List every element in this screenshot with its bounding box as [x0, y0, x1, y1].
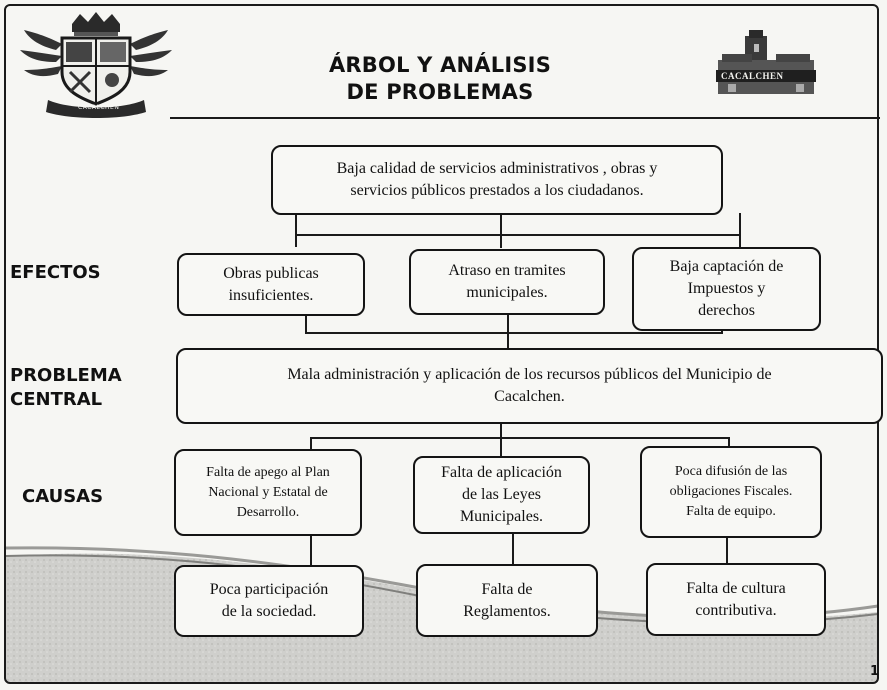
- cause-line-1: Poca difusión de las: [674, 464, 788, 479]
- connector-top-horizontal: [295, 234, 740, 236]
- cause-box: Poca difusión de las obligaciones Fiscal…: [640, 446, 822, 538]
- label-efectos: EFECTOS: [10, 262, 101, 283]
- connector-effect-center: [507, 314, 509, 348]
- connector-root-center: [512, 532, 514, 564]
- cause-box: Falta de aplicación de las Leyes Municip…: [413, 456, 590, 534]
- connector-cause-left: [310, 437, 312, 451]
- cause-line-2: Nacional y Estatal de: [208, 484, 328, 500]
- effect-box: Atraso en tramites municipales.: [409, 249, 605, 315]
- cause-line-2: obligaciones Fiscales.: [669, 484, 793, 499]
- effect-line-2: insuficientes.: [228, 286, 314, 304]
- root-cause-box: Falta de cultura contributiva.: [646, 563, 826, 636]
- label-problema-central: PROBLEMA CENTRAL: [10, 364, 122, 412]
- cause-line-3: Falta de equipo.: [686, 504, 776, 519]
- label-problema-line-2: CENTRAL: [10, 389, 103, 410]
- cause-line-2: de las Leyes: [461, 486, 542, 503]
- effect-line-3: derechos: [698, 302, 755, 319]
- title-line-1: ÁRBOL Y ANÁLISIS: [328, 53, 552, 77]
- logo-left-text: CACALCHEN: [78, 104, 120, 111]
- effect-box: Obras publicas insuficientes.: [177, 253, 365, 316]
- root-cause-line-1: Falta de cultura: [686, 579, 786, 597]
- page-number: 1: [870, 664, 880, 679]
- connector-cause-horizontal: [310, 437, 730, 439]
- central-problem-line-1: Mala administración y aplicación de los …: [287, 366, 772, 383]
- title-divider: [170, 117, 880, 119]
- slide-frame: [4, 4, 879, 684]
- root-cause-line-1: Falta de: [481, 580, 533, 598]
- root-cause-box: Falta de Reglamentos.: [416, 564, 598, 637]
- root-cause-box: Poca participación de la sociedad.: [174, 565, 364, 637]
- connector-effect-horizontal: [305, 332, 723, 334]
- connector-top-right: [739, 213, 741, 247]
- cause-box: Falta de apego al Plan Nacional y Estata…: [174, 449, 362, 536]
- top-effect-line-2: servicios públicos prestados a los ciuda…: [350, 182, 644, 199]
- effect-line-1: Obras publicas: [223, 264, 319, 282]
- connector-root-right: [726, 537, 728, 563]
- cause-line-1: Falta de aplicación: [441, 464, 562, 481]
- effect-box: Baja captación de Impuestos y derechos: [632, 247, 821, 331]
- root-cause-line-2: Reglamentos.: [463, 602, 551, 620]
- root-cause-line-2: de la sociedad.: [221, 603, 317, 620]
- effect-line-1: Baja captación de: [669, 258, 784, 275]
- title-line-2: DE PROBLEMAS: [346, 80, 534, 104]
- top-effect-line-1: Baja calidad de servicios administrativo…: [336, 160, 658, 177]
- connector-top-down: [500, 213, 502, 248]
- root-cause-line-1: Poca participación: [209, 581, 329, 598]
- effect-line-2: municipales.: [466, 284, 548, 301]
- cause-line-1: Falta de apego al Plan: [206, 464, 330, 480]
- central-problem-box: Mala administración y aplicación de los …: [176, 348, 883, 424]
- cause-line-3: Municipales.: [459, 508, 544, 525]
- connector-effect-left-down: [305, 314, 307, 334]
- top-effect-box: Baja calidad de servicios administrativo…: [271, 145, 723, 215]
- connector-cause-center: [500, 424, 502, 470]
- effect-line-2: Impuestos y: [687, 280, 766, 297]
- connector-root-left: [310, 535, 312, 565]
- root-cause-line-2: contributiva.: [695, 601, 777, 619]
- label-causas: CAUSAS: [22, 486, 104, 507]
- cause-line-3: Desarrollo.: [236, 504, 300, 520]
- effect-line-1: Atraso en tramites: [448, 262, 566, 279]
- logo-right-text: CACALCHEN: [721, 71, 784, 81]
- label-problema-line-1: PROBLEMA: [10, 365, 122, 386]
- central-problem-line-2: Cacalchen.: [494, 388, 565, 405]
- connector-top-left: [295, 213, 297, 247]
- page-title: ÁRBOL Y ANÁLISIS DE PROBLEMAS: [300, 52, 580, 106]
